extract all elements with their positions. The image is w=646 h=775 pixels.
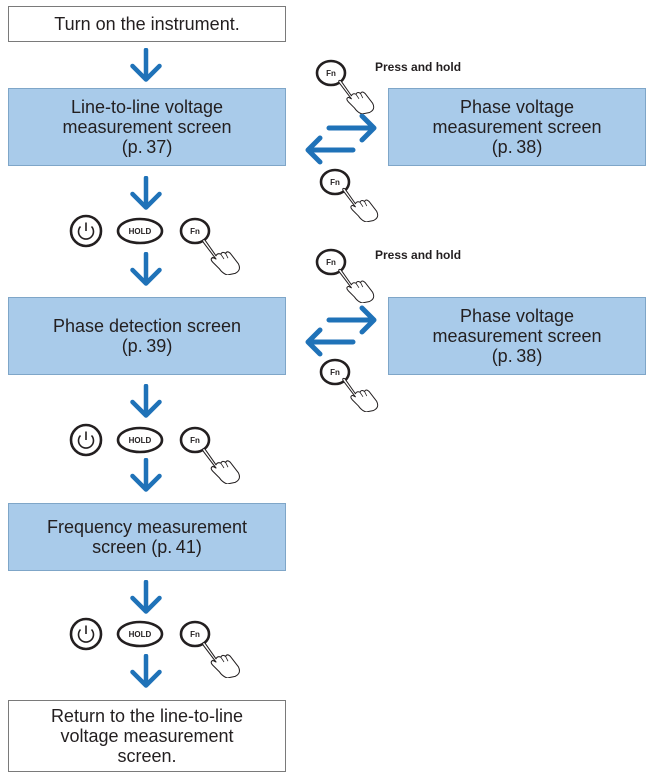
swap-arrows-icon [305, 305, 377, 357]
arrow-down-icon [133, 50, 160, 80]
arrow-down-icon [133, 178, 160, 208]
button-row: HOLD Fn [69, 214, 240, 275]
swap-arrows-icon [305, 113, 377, 165]
press-and-hold-label: Press and hold [375, 248, 462, 262]
box-text: Phase voltage [459, 97, 575, 117]
fn-button[interactable]: Fn [179, 426, 211, 454]
hand-press-icon [338, 268, 375, 303]
box-text: measurement screen [432, 326, 602, 346]
box-text: Phase voltage [459, 306, 575, 326]
hand-press-icon [342, 377, 379, 412]
arrow-down-icon [133, 460, 160, 490]
hand-press-icon [202, 642, 240, 678]
arrow-down-icon [133, 386, 160, 416]
arrow-down-icon [133, 582, 160, 612]
hand-press-icon [202, 239, 240, 275]
hand-press-icon [342, 187, 379, 222]
fn-label: Fn [330, 368, 340, 377]
box-text: screen. [117, 746, 177, 766]
hand-press-icon [338, 79, 375, 114]
hold-button[interactable]: HOLD [116, 620, 164, 648]
fn-button[interactable]: Fn [315, 59, 347, 87]
arrow-down-icon [133, 254, 160, 284]
fn-label: Fn [326, 258, 336, 267]
box-text: Phase detection screen [52, 316, 242, 336]
phase-voltage-box: Phase voltage measurement screen (p. 38) [388, 297, 646, 375]
line-to-line-voltage-box: Line-to-line voltage measurement screen … [8, 88, 286, 166]
fn-button[interactable]: Fn [179, 217, 211, 245]
box-text: (p. 38) [491, 137, 543, 157]
power-button-icon[interactable] [69, 617, 103, 651]
phase-detection-box: Phase detection screen (p. 39) [8, 297, 286, 375]
box-text: Return to the line-to-line [50, 706, 244, 726]
button-row: HOLD Fn [69, 423, 240, 484]
box-text: Line-to-line voltage [70, 97, 224, 117]
box-text: measurement screen [432, 117, 602, 137]
hold-label: HOLD [129, 436, 152, 445]
box-text: Turn on the instrument. [54, 14, 240, 34]
hand-press-icon [202, 448, 240, 484]
fn-label: Fn [190, 436, 200, 445]
hold-label: HOLD [129, 630, 152, 639]
box-text: screen (p. 41) [92, 537, 202, 557]
button-row: HOLD Fn [69, 617, 240, 678]
power-button-icon[interactable] [69, 423, 103, 457]
box-text: (p. 39) [121, 336, 173, 356]
fn-button[interactable]: Fn [315, 248, 347, 276]
fn-button[interactable]: Fn [319, 168, 351, 196]
fn-label: Fn [190, 630, 200, 639]
fn-button[interactable]: Fn [319, 358, 351, 386]
phase-voltage-box: Phase voltage measurement screen (p. 38) [388, 88, 646, 166]
box-text: Frequency measurement [46, 517, 248, 537]
frequency-measurement-box: Frequency measurement screen (p. 41) [8, 503, 286, 571]
press-and-hold-label: Press and hold [375, 60, 462, 74]
box-text: measurement screen [62, 117, 232, 137]
fn-label: Fn [326, 69, 336, 78]
arrow-down-icon [133, 656, 160, 686]
power-button-icon[interactable] [69, 214, 103, 248]
hold-button[interactable]: HOLD [116, 426, 164, 454]
fn-label: Fn [190, 227, 200, 236]
box-text: (p. 37) [121, 137, 173, 157]
fn-label: Fn [330, 178, 340, 187]
box-text: voltage measurement [60, 726, 234, 746]
start-box: Turn on the instrument. [8, 6, 286, 42]
box-text: (p. 38) [491, 346, 543, 366]
hold-button[interactable]: HOLD [116, 217, 164, 245]
fn-button[interactable]: Fn [179, 620, 211, 648]
hold-label: HOLD [129, 227, 152, 236]
return-box: Return to the line-to-line voltage measu… [8, 700, 286, 772]
